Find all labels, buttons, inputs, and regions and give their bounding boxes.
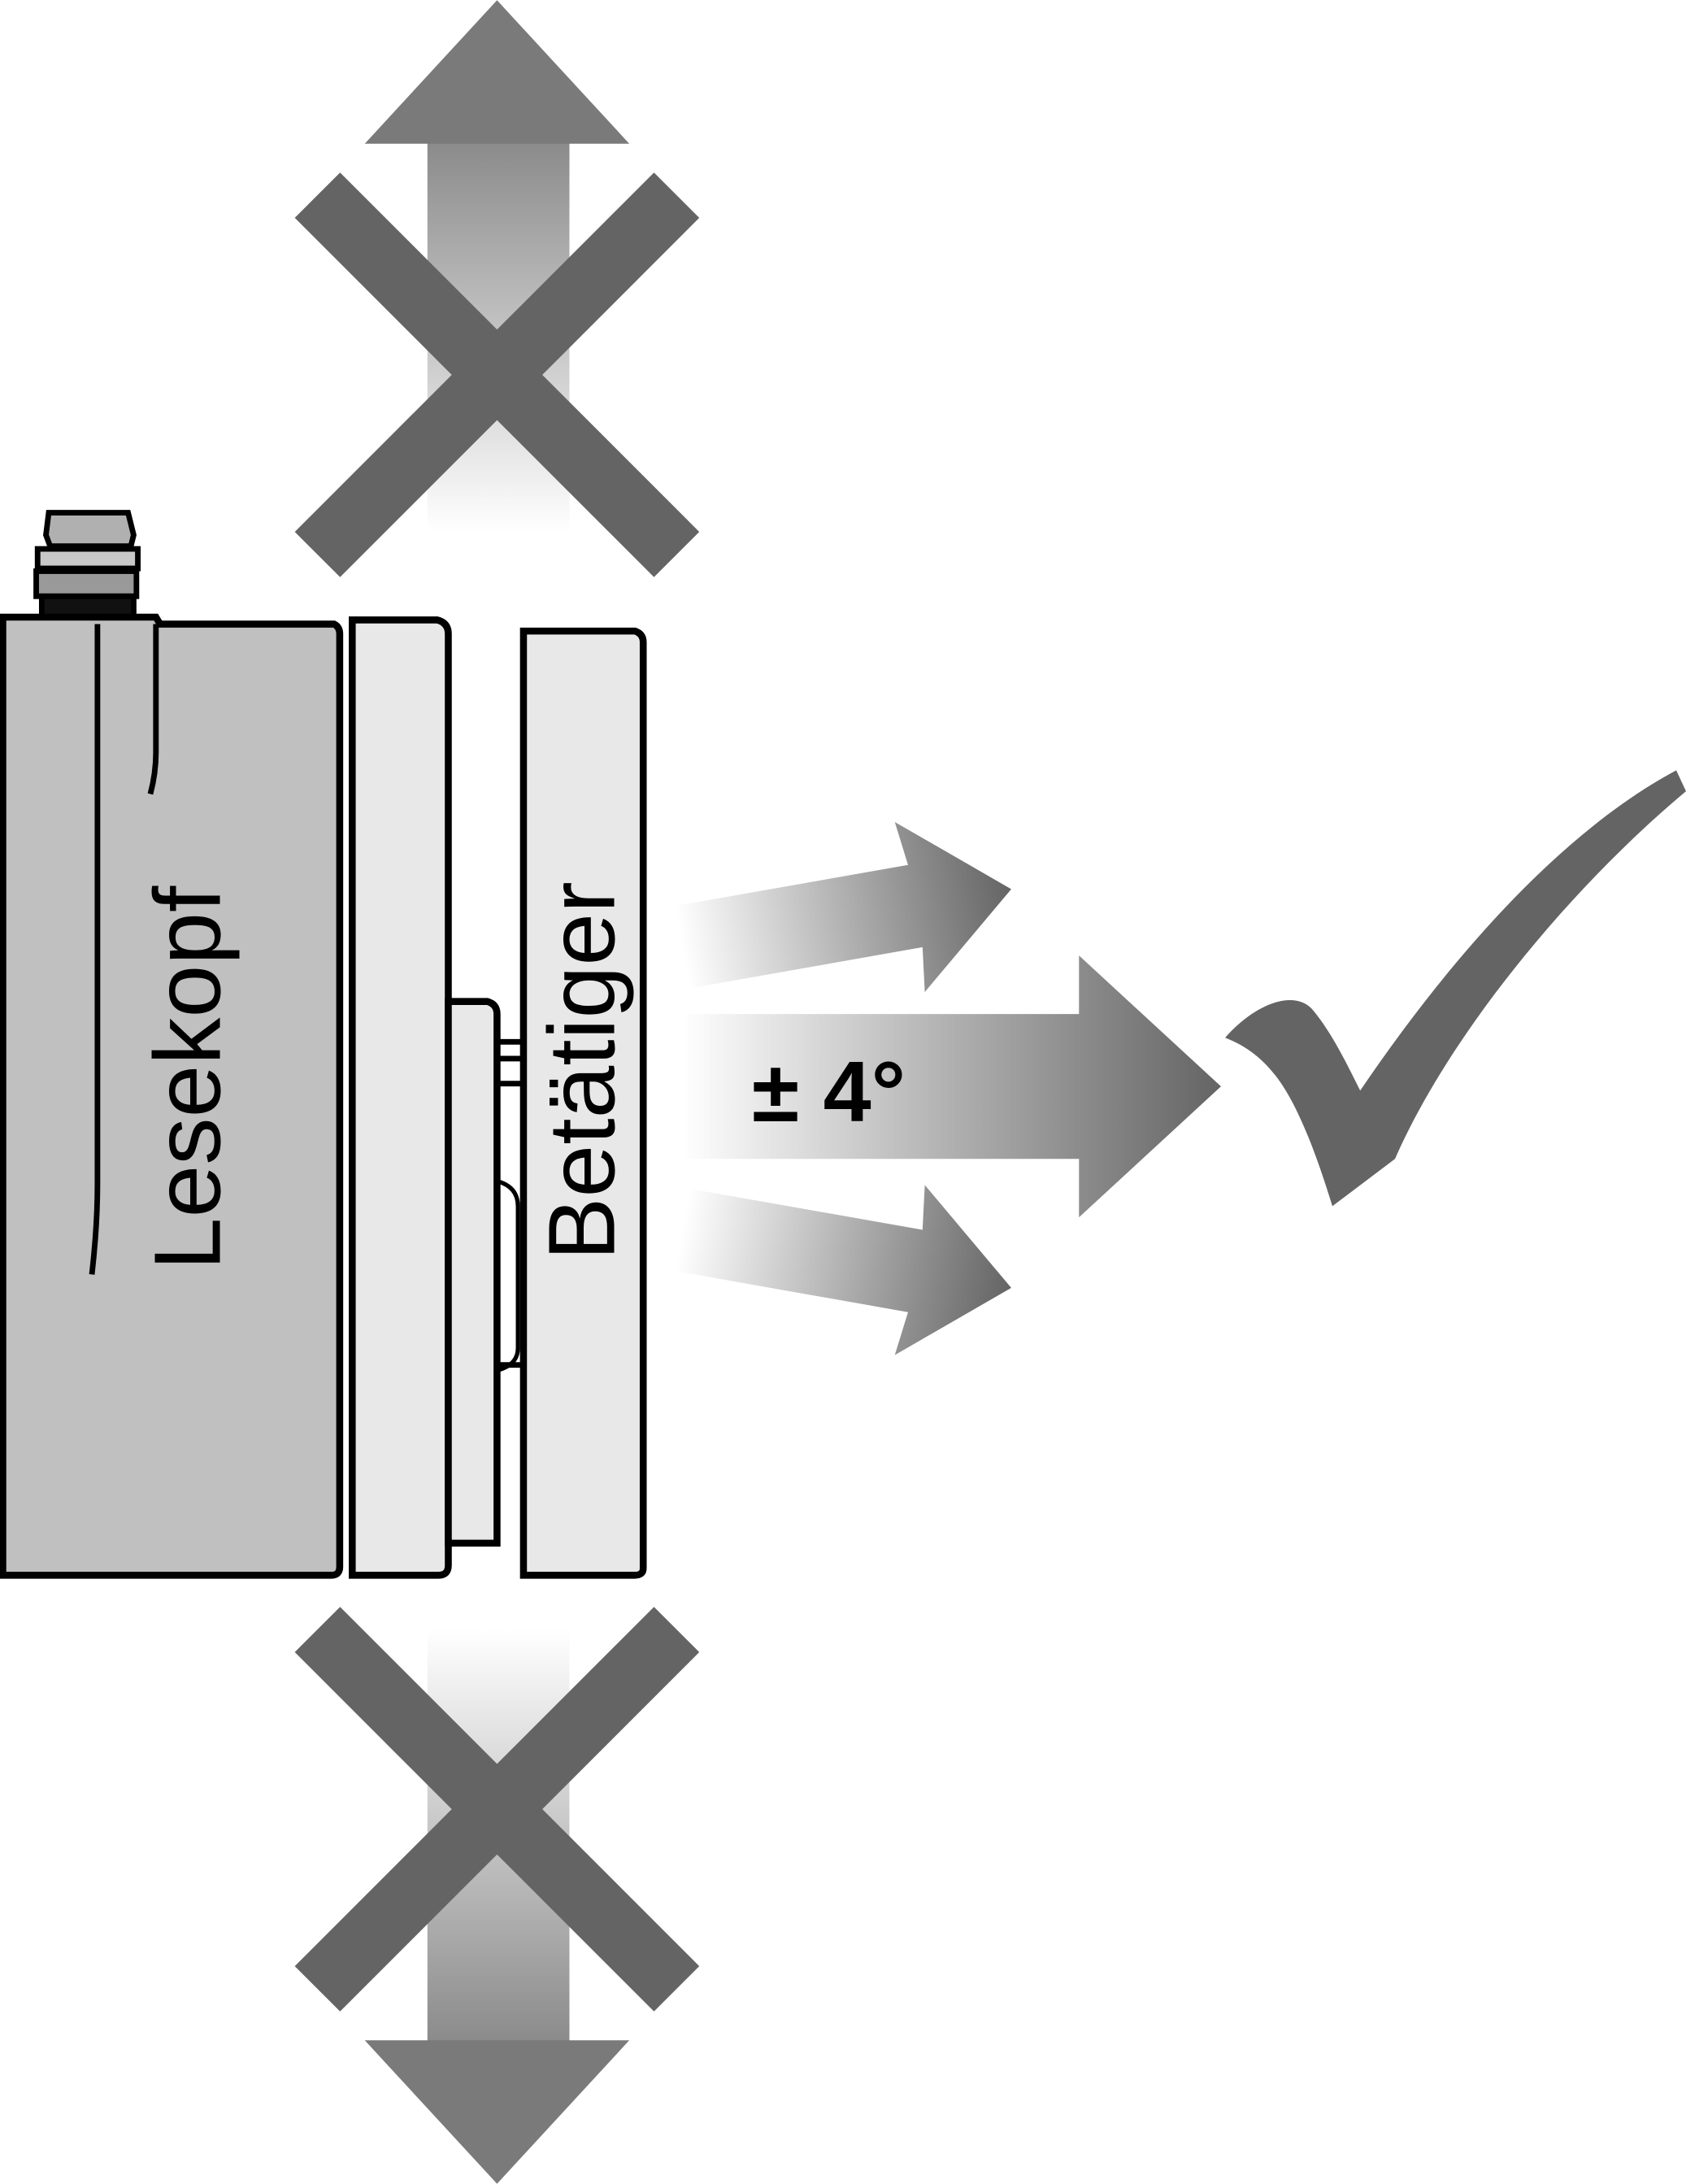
arrow-right-icon [675, 821, 1011, 993]
cross-icon [294, 172, 700, 577]
reader-head-label: Lesekopf [135, 885, 241, 1270]
angle-tolerance-label: ± 4° [752, 1043, 906, 1140]
arrow-right-icon [682, 955, 1221, 1218]
spacer-plate [349, 616, 524, 1579]
cross-icon [294, 1607, 700, 2012]
check-icon [1225, 770, 1686, 1207]
connector [33, 510, 141, 622]
arrow-right-icon [675, 1185, 1011, 1355]
actuator: Betätiger [519, 627, 647, 1579]
reader-head: Lesekopf [0, 510, 344, 1579]
actuator-label: Betätiger [528, 881, 634, 1260]
